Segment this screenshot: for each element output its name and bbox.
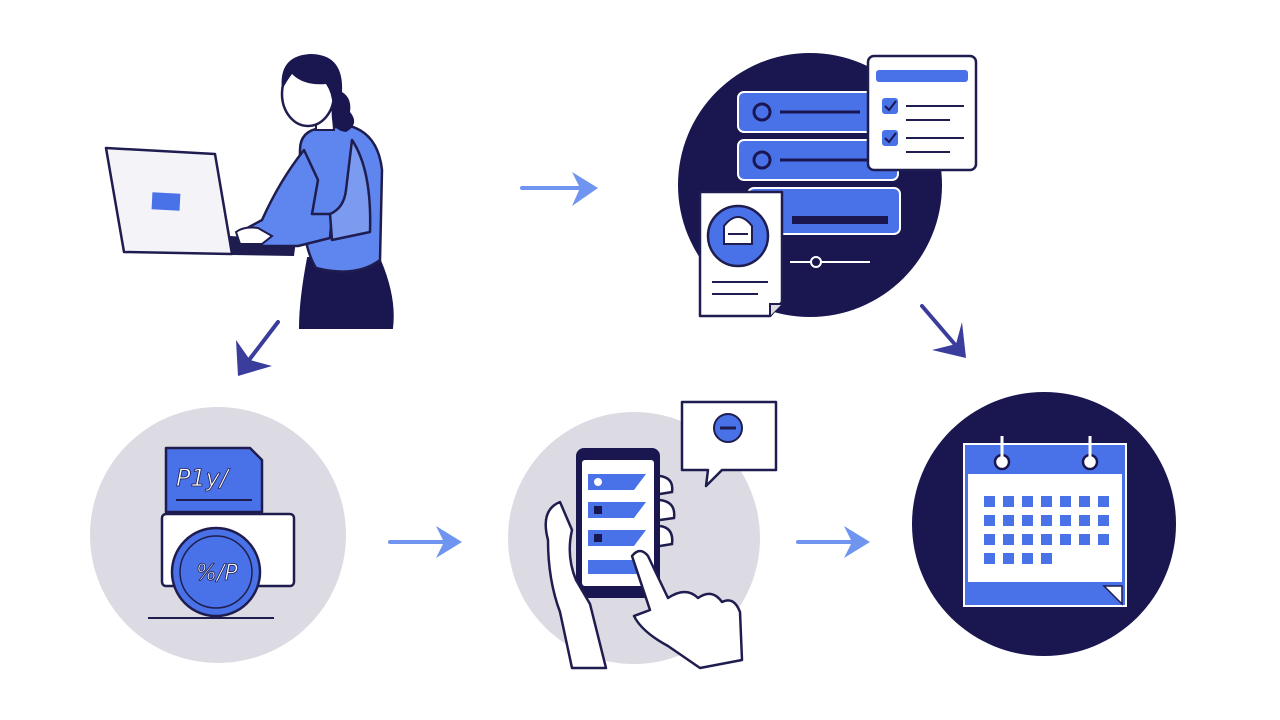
phone-tap-illustration [508,400,778,670]
arrow-down-left [236,320,280,376]
calendar-day-cell [1003,515,1014,526]
checklist-card [866,54,978,172]
calendar-illustration [912,392,1176,656]
pointing-hand-icon [630,549,744,670]
calendar-day-cell [1041,553,1052,564]
calendar-day-cell [1003,496,1014,507]
calendar-day-cell [1060,534,1071,545]
calendar-day-cell [1098,534,1109,545]
stamp-seal-icon: %/P [170,526,262,618]
arrow-down-right [920,304,966,358]
calendar-day-cell [1098,515,1109,526]
document-scribble: P1y/ [176,464,231,492]
calendar-day-cell [984,496,995,507]
arrow-right-1 [520,172,598,206]
stamp-scribble: %/P [196,561,238,586]
calendar-day-cell [1060,496,1071,507]
calendar-day-cell [1060,515,1071,526]
chat-bubble-icon [680,400,778,488]
calendar-day-cell [1041,534,1052,545]
calendar-day-cell [1041,515,1052,526]
calendar-day-cell [984,515,995,526]
arrow-right-2 [388,526,462,558]
calendar-day-cell [1041,496,1052,507]
calendar-day-cell [1079,496,1090,507]
calendar-day-cell [1022,534,1033,545]
person-laptop-illustration [104,54,394,329]
calendar-day-cell [1079,534,1090,545]
calendar-day-cell [984,553,995,564]
calendar-day-cell [984,534,995,545]
arrow-right-3 [796,526,870,558]
calendar-day-cell [1079,515,1090,526]
server-checklist-illustration [678,53,978,318]
badge-document-card [698,190,784,318]
calendar-day-cell [1022,553,1033,564]
document-stamp-illustration: P1y/ %/P [90,407,346,663]
calendar-icon [963,436,1127,607]
calendar-day-cell [1022,515,1033,526]
document-icon: P1y/ [164,446,264,514]
calendar-day-cell [1003,534,1014,545]
calendar-grid [984,496,1109,564]
calendar-day-cell [1098,496,1109,507]
calendar-day-cell [1022,496,1033,507]
calendar-day-cell [1003,553,1014,564]
